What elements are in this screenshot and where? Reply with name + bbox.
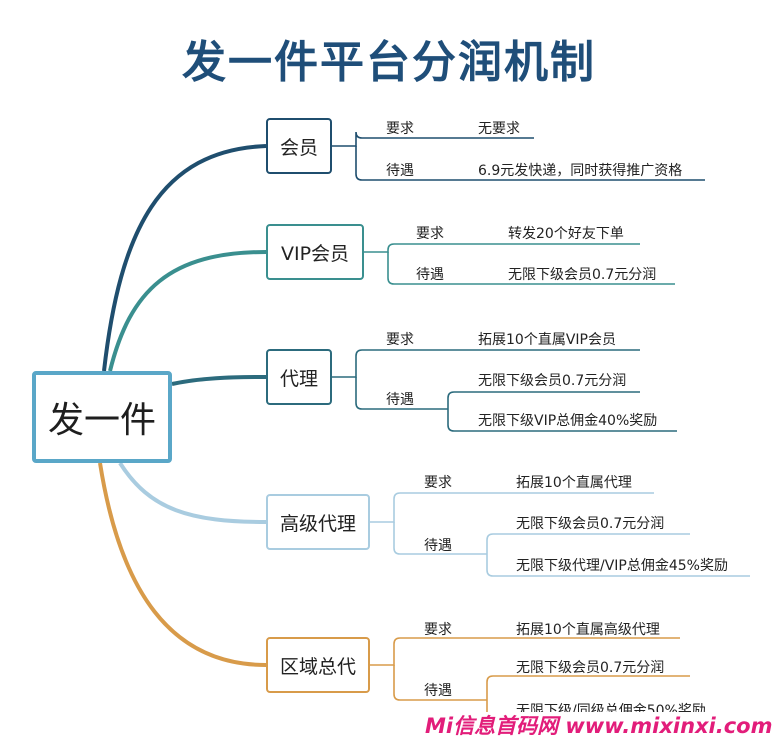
edge-root-senior <box>118 461 267 524</box>
diagram-title: 发一件平台分润机制 <box>182 37 596 88</box>
member-benefit-label: 待遇 <box>386 163 414 179</box>
agent-requirement-value: 拓展10个直属VIP会员 <box>478 332 616 348</box>
member-requirement-label: 要求 <box>386 121 414 137</box>
branch-agent: 代理 <box>266 349 332 405</box>
regional-requirement-value: 拓展10个直属高级代理 <box>516 622 660 638</box>
branch-regional-agent: 区域总代 <box>266 637 370 693</box>
root-node: 发一件 <box>32 371 172 463</box>
branch-senior-agent: 高级代理 <box>266 494 370 550</box>
branch-vip-member: VIP会员 <box>266 224 364 280</box>
agent-benefit-value-2: 无限下级VIP总佣金40%奖励 <box>478 413 658 429</box>
agent-requirement-label: 要求 <box>386 332 414 348</box>
senior-benefit-value-2: 无限下级代理/VIP总佣金45%奖励 <box>516 558 728 574</box>
watermark: Mi信息首码网 www.mixinxi.com <box>425 712 778 741</box>
senior-requirement-label: 要求 <box>424 475 452 491</box>
vip-benefit-label: 待遇 <box>416 267 444 283</box>
member-requirement-value: 无要求 <box>478 121 520 137</box>
vip-requirement-value: 转发20个好友下单 <box>508 226 624 242</box>
branch-member: 会员 <box>266 118 332 174</box>
agent-benefit-value-1: 无限下级会员0.7元分润 <box>478 373 627 389</box>
edge-root-regional <box>98 462 267 667</box>
edge-root-vip <box>108 250 267 372</box>
senior-requirement-value: 拓展10个直属代理 <box>516 475 632 491</box>
edge-root-agent <box>171 375 267 386</box>
senior-benefit-label: 待遇 <box>424 538 452 554</box>
regional-benefit-label: 待遇 <box>424 683 452 699</box>
vip-benefit-value: 无限下级会员0.7元分润 <box>508 267 657 283</box>
edge-root-member <box>102 144 267 372</box>
regional-benefit-value-1: 无限下级会员0.7元分润 <box>516 660 665 676</box>
senior-benefit-value-1: 无限下级会员0.7元分润 <box>516 516 665 532</box>
agent-benefit-label: 待遇 <box>386 392 414 408</box>
regional-requirement-label: 要求 <box>424 622 452 638</box>
vip-requirement-label: 要求 <box>416 226 444 242</box>
member-benefit-value: 6.9元发快递，同时获得推广资格 <box>478 163 683 179</box>
